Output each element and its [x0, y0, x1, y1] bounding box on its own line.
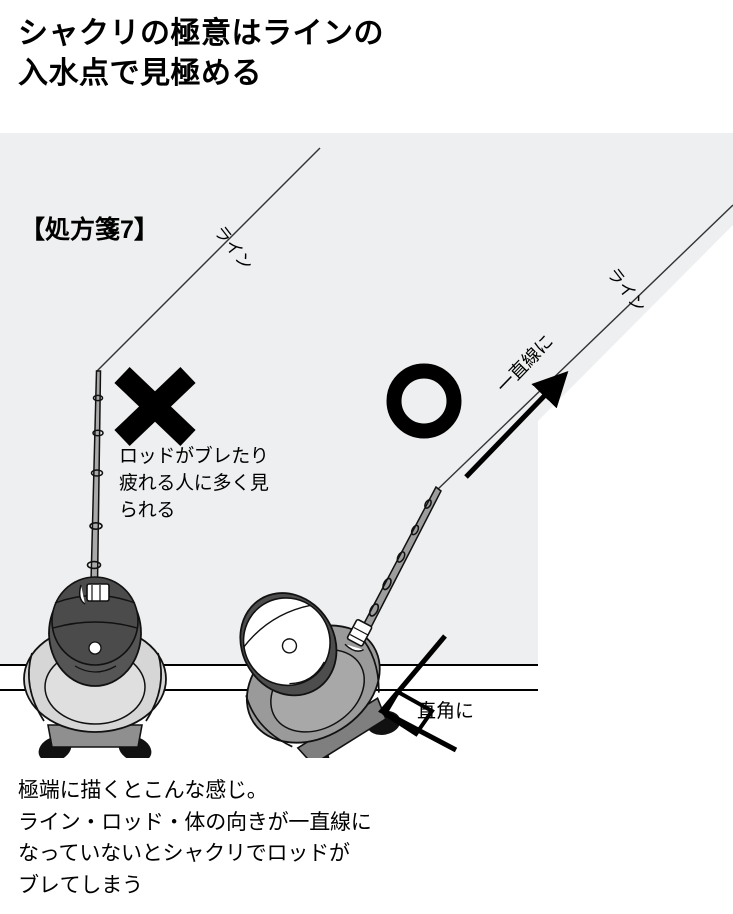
illustration-stage: 【処方箋7】 ロッドがブレたり 疲れる人に多く見 られる ライン ライン 一直線…	[0, 133, 733, 758]
fishing-line-right	[436, 204, 733, 491]
prescription-label: 【処方箋7】	[20, 216, 159, 244]
page-title: シャクリの極意はラインの 入水点で見極める	[18, 17, 384, 90]
right-angle-marker	[378, 634, 458, 753]
reel-left	[78, 583, 110, 605]
background-panel	[0, 133, 733, 665]
bad-example-caption: ロッドがブレたり 疲れる人に多く見 られる	[119, 446, 269, 521]
o-mark	[386, 363, 462, 439]
straight-arrow	[464, 371, 569, 479]
illustration-svg	[0, 133, 733, 758]
angler-figure-left	[23, 576, 167, 758]
bottom-caption: 極端に描くとこんな感じ。 ライン・ロッド・体の向きが一直線に なっていないとシャ…	[18, 779, 372, 897]
reel-right	[344, 618, 373, 652]
right-angle-label: 直角に	[417, 701, 475, 722]
angler-figure-right	[239, 592, 401, 758]
fishing-line-left	[96, 147, 321, 372]
x-mark	[114, 367, 196, 446]
